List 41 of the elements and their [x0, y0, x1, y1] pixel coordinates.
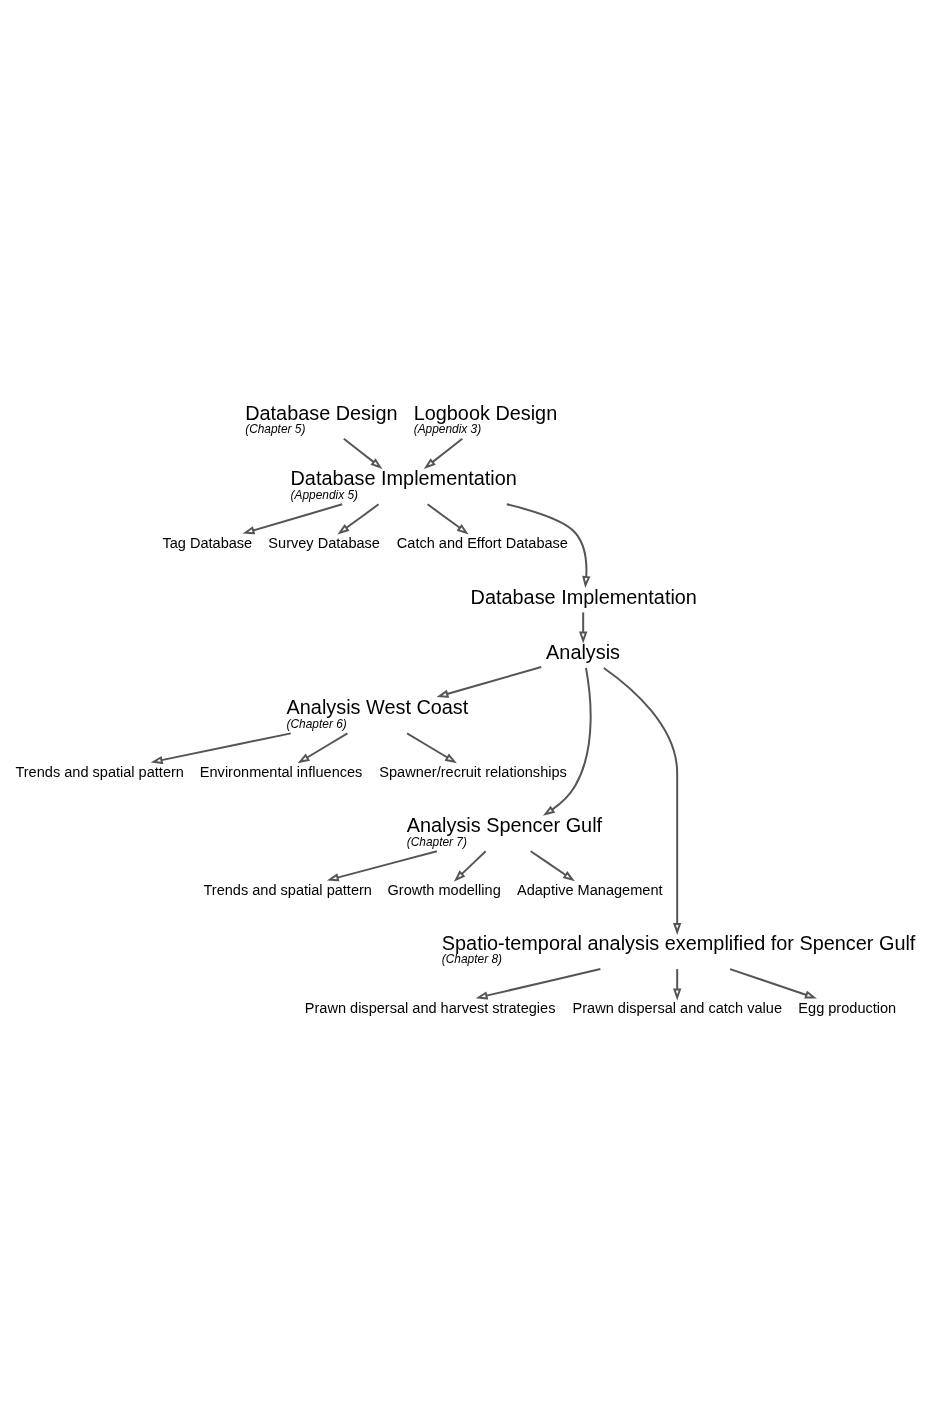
arrow — [436, 665, 543, 698]
arrow — [337, 503, 380, 535]
node-label: (Appendix 5) — [290, 487, 359, 502]
node-label: (Chapter 5) — [245, 422, 306, 437]
node-text: Database Implementation — [290, 467, 517, 490]
arrow — [542, 666, 592, 816]
node-text: Catch and Effort Database — [396, 535, 568, 552]
arrow — [297, 732, 349, 764]
node-text: Environmental influences — [199, 764, 363, 781]
node-text: Analysis — [546, 641, 621, 664]
node-text: Growth modelling — [387, 882, 501, 899]
node-text: Prawn dispersal and catch value — [572, 1000, 783, 1017]
arrow — [150, 732, 292, 765]
arrow — [529, 850, 575, 882]
node-text: Logbook Design — [413, 401, 558, 424]
arrow — [423, 437, 464, 469]
arrow — [342, 437, 383, 469]
node-text: Spawner/recruit relationships — [379, 764, 567, 781]
node-text: Adaptive Management — [516, 882, 663, 899]
node-text: Database Implementation — [470, 585, 697, 608]
arrow — [505, 503, 591, 588]
arrow — [475, 968, 602, 1000]
node-text: Survey Database — [268, 535, 380, 552]
arrow — [579, 611, 588, 644]
arrow — [673, 968, 682, 1001]
node-text: Trends and spatial pattern — [15, 764, 184, 781]
node-text: Analysis Spencer Gulf — [406, 814, 603, 836]
arrow — [326, 850, 438, 882]
node-text: Trends and spatial pattern — [203, 882, 372, 899]
node-text: Prawn dispersal and harvest strategies — [304, 1000, 556, 1017]
node-text: Tag Database — [162, 535, 253, 552]
arrow — [729, 968, 817, 999]
node-text: Egg production — [798, 1000, 897, 1017]
arrow — [453, 850, 487, 882]
arrow — [426, 503, 469, 535]
node-text: Spatio-temporal analysis exemplified for Spencer Gulf — [441, 931, 916, 954]
arrow — [242, 503, 344, 535]
node-text: Database Design — [245, 401, 398, 424]
node-text: Analysis West Coast — [286, 696, 469, 719]
arrow — [406, 732, 457, 764]
arrow — [602, 666, 682, 935]
